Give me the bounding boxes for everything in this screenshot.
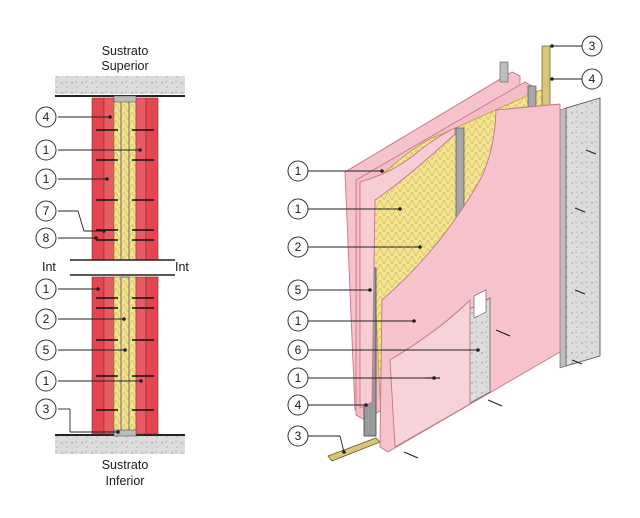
callout-circle — [35, 106, 57, 128]
callout-circle — [287, 425, 309, 447]
callout-number: 1 — [295, 314, 302, 328]
lower-substrate-label-line1: Sustrato — [102, 458, 149, 472]
callout-number: 1 — [43, 374, 50, 388]
lower-substrate-label-line2: Inferior — [106, 474, 145, 488]
callout-number: 1 — [295, 202, 302, 216]
callout-number: 3 — [43, 402, 50, 416]
callout-circle — [287, 339, 309, 361]
interior-label-left: Int — [42, 260, 56, 274]
callout-number: 3 — [589, 39, 596, 53]
side-substrate — [565, 97, 601, 367]
callout-circle — [287, 367, 309, 389]
callout-number: 2 — [43, 312, 50, 326]
callout-number: 1 — [43, 172, 50, 186]
callout-number: 2 — [295, 240, 302, 254]
top-track — [541, 45, 551, 107]
lower-substrate — [55, 436, 185, 454]
callout-circle — [35, 398, 57, 420]
callout-number: 7 — [43, 204, 50, 218]
bottom-track — [327, 437, 381, 462]
board-layer-5 — [389, 298, 471, 448]
callout-circle — [35, 370, 57, 392]
isometric-view: 1 1 2 5 1 6 1 4 3 — [287, 35, 603, 462]
callout-circle — [287, 236, 309, 258]
callout-number: 4 — [589, 72, 596, 86]
callout-circle — [287, 160, 309, 182]
interior-label-right: Int — [175, 260, 189, 274]
wall-section-lower — [91, 276, 159, 435]
callout-number: 1 — [43, 282, 50, 296]
callout-number: 1 — [295, 371, 302, 385]
section-view: Sustrato Superior Sustrato Inferior Int … — [35, 44, 189, 488]
callout-number: 8 — [43, 231, 50, 245]
callout-number: 4 — [43, 110, 50, 124]
callout-circle — [35, 227, 57, 249]
callout-circle — [581, 35, 603, 57]
callout-circle — [35, 200, 57, 222]
callout-circle — [287, 394, 309, 416]
callout-circle — [287, 198, 309, 220]
callout-circle — [287, 310, 309, 332]
upper-substrate-label-line2: Superior — [101, 59, 148, 73]
callout-circle — [581, 68, 603, 90]
callout-number: 5 — [295, 283, 302, 297]
callout-circle — [35, 139, 57, 161]
callout-number: 3 — [295, 429, 302, 443]
section-callouts: 4 1 1 7 8 1 2 5 1 — [35, 106, 143, 434]
callout-number: 4 — [295, 398, 302, 412]
iso-callouts: 1 1 2 5 1 6 1 4 3 — [287, 35, 603, 454]
callout-number: 5 — [43, 343, 50, 357]
callout-number: 6 — [295, 343, 302, 357]
callout-number: 1 — [43, 143, 50, 157]
board-layer-3 — [359, 127, 456, 409]
callout-circle — [35, 278, 57, 300]
upper-substrate-label-line1: Sustrato — [102, 44, 149, 58]
callout-circle — [35, 339, 57, 361]
upper-substrate — [55, 76, 185, 94]
callout-circle — [287, 279, 309, 301]
callout-circle — [35, 168, 57, 190]
callout-circle — [35, 308, 57, 330]
callout-number: 1 — [295, 164, 302, 178]
